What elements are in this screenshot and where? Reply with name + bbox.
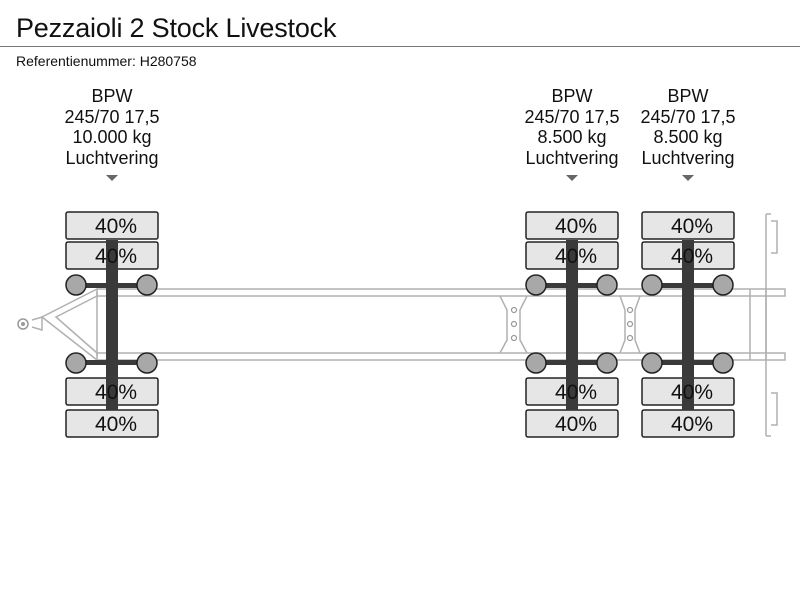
tire-tread-label: 40% (671, 381, 713, 404)
tire-tread-label: 40% (555, 413, 597, 436)
rear-frame (749, 289, 767, 360)
axle-beam (566, 240, 578, 410)
axle-spec-2: BPW 245/70 17,5 8.500 kg Luchtvering (512, 86, 632, 168)
reference-number: Referentienummer: H280758 (16, 53, 197, 69)
axle-load: 8.500 kg (537, 127, 607, 147)
axle-tire-size: 245/70 17,5 (640, 106, 736, 127)
wheel-hub-icon (65, 352, 87, 374)
wheel-hub-icon (65, 274, 87, 296)
axle-1: 40% 40% 40% 40% (65, 211, 159, 438)
wheel-hub-icon (641, 274, 663, 296)
hub-bar-top (536, 283, 608, 288)
axle-load: 10.000 kg (72, 127, 152, 147)
axle-2: 40% 40% 40% 40% (525, 211, 619, 438)
crossmember-left (499, 295, 508, 354)
axle-pointer-icon (682, 175, 694, 181)
wheel-hub-icon (596, 352, 618, 374)
tire-outer-left (65, 211, 159, 240)
axle-suspension: Luchtvering (525, 147, 619, 168)
tire-tread-label: 40% (671, 245, 713, 268)
frame-rail-top (96, 288, 786, 297)
hub-bar-bottom (76, 360, 148, 365)
axle-spec-1: BPW 245/70 17,5 10.000 kg Luchtvering (52, 86, 172, 168)
hub-bar-bottom (536, 360, 608, 365)
rear-bumper (765, 213, 771, 437)
wheel-hub-icon (525, 274, 547, 296)
wheel-hub-icon (641, 352, 663, 374)
hub-bar-bottom (652, 360, 724, 365)
tire-tread-label: 40% (95, 215, 137, 238)
axle-3: 40% 40% 40% 40% (641, 211, 735, 438)
header-divider (0, 46, 800, 47)
frame-rail-bottom (96, 352, 786, 361)
drawbar (54, 295, 98, 354)
bolt-holes (510, 306, 634, 342)
axle-brand: BPW (551, 86, 593, 106)
tire-tread-label: 40% (671, 215, 713, 238)
crossmember-mid-left (619, 295, 626, 354)
wheel-hub-icon (136, 352, 158, 374)
tire-tread-label: 40% (95, 381, 137, 404)
crossmember-mid-right (634, 295, 641, 354)
axle-tire-size: 245/70 17,5 (64, 106, 160, 127)
tire-outer-left (641, 211, 735, 240)
tire-tread-label: 40% (555, 245, 597, 268)
hub-bar-top (76, 283, 148, 288)
tire-tread-label: 40% (671, 413, 713, 436)
axle-tire-size: 245/70 17,5 (524, 106, 620, 127)
wheel-hub-icon (525, 352, 547, 374)
chassis-frame (31, 213, 786, 437)
hitch-ring-center (21, 322, 25, 326)
axle-load: 8.500 kg (653, 127, 723, 147)
tire-tread-label: 40% (95, 245, 137, 268)
axle-brand: BPW (91, 86, 133, 106)
axle-beam (106, 240, 118, 410)
tire-tread-label: 40% (555, 215, 597, 238)
axle-brand: BPW (667, 86, 709, 106)
axle-spec-3: BPW 245/70 17,5 8.500 kg Luchtvering (628, 86, 748, 168)
drawbar-tip (31, 315, 43, 332)
axle-beam (682, 240, 694, 410)
rear-light-bottom (771, 392, 778, 426)
wheel-hub-icon (712, 352, 734, 374)
axle-pointer-icon (566, 175, 578, 181)
wheel-hub-icon (136, 274, 158, 296)
axle-suspension: Luchtvering (65, 147, 159, 168)
wheel-hub-icon (712, 274, 734, 296)
tire-tread-label: 40% (95, 413, 137, 436)
axle-pointer-icon (106, 175, 118, 181)
tire-outer-left (525, 211, 619, 240)
wheel-hub-icon (596, 274, 618, 296)
axle-suspension: Luchtvering (641, 147, 735, 168)
tire-tread-label: 40% (555, 381, 597, 404)
page-title: Pezzaioli 2 Stock Livestock (16, 13, 337, 43)
rear-light-top (771, 220, 778, 254)
hub-bar-top (652, 283, 724, 288)
crossmember-right (519, 295, 528, 354)
